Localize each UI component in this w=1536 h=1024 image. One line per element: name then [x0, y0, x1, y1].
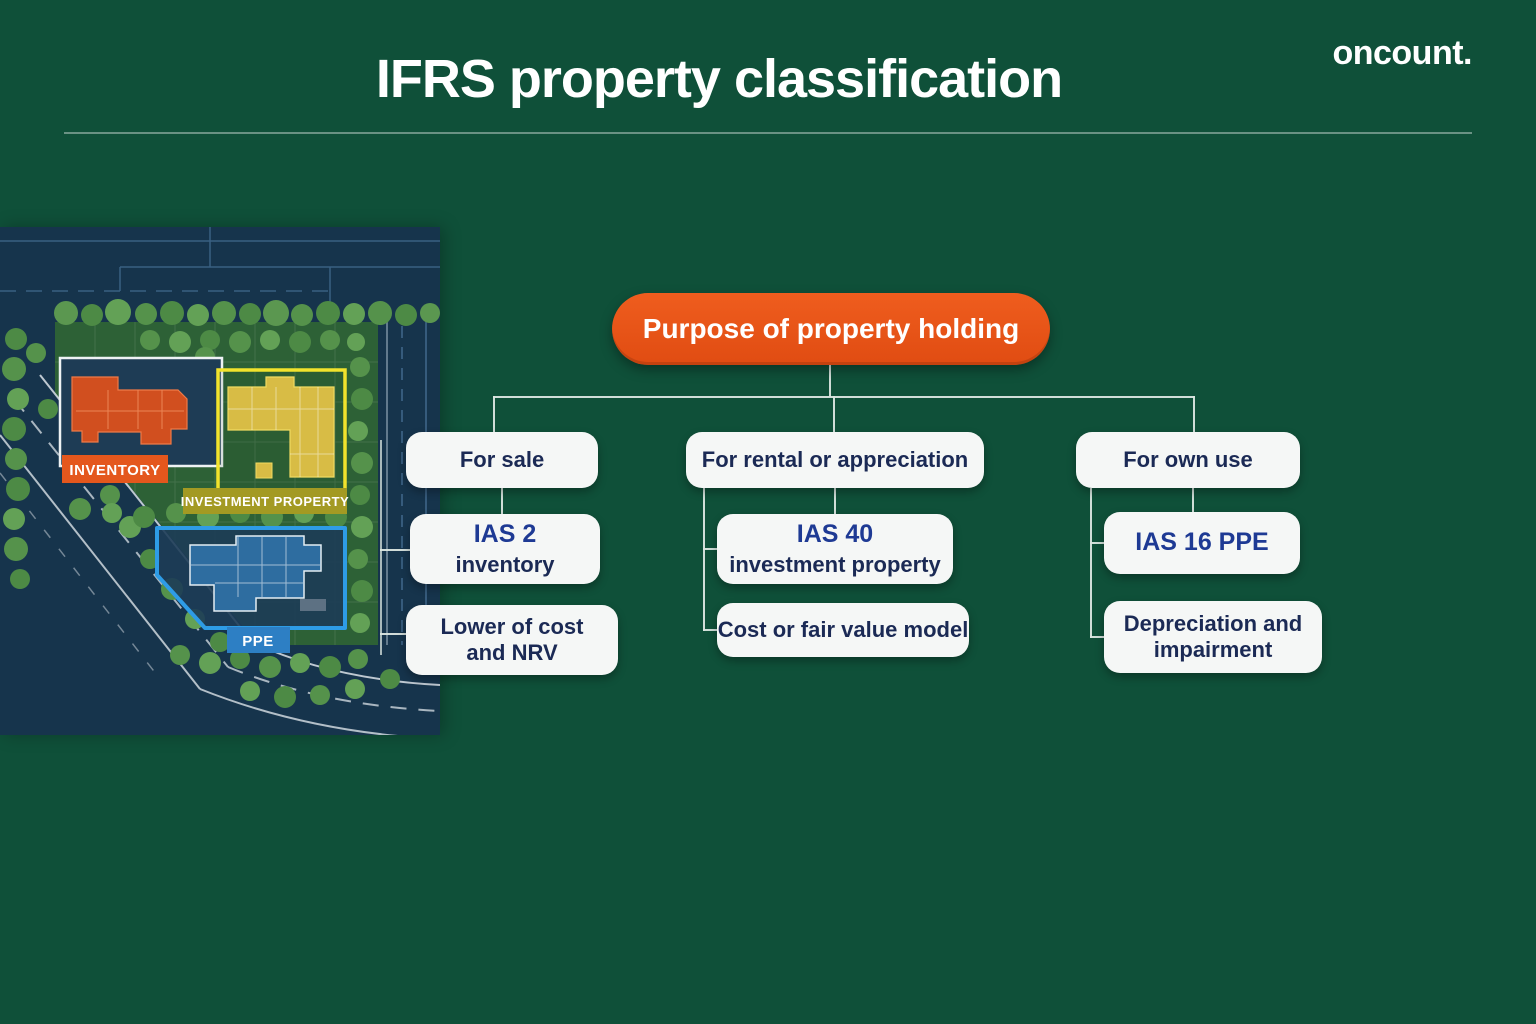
flow-standard-ias2: IAS 2 inventory	[410, 514, 600, 584]
flow-purpose-for-rental: For rental or appreciation	[686, 432, 984, 488]
flow-standard-ias16: IAS 16 PPE	[1104, 512, 1300, 574]
measurement-label: Cost or fair value model	[717, 617, 969, 643]
connector-rental-standard	[834, 488, 836, 514]
site-plan-map: INVENTORY INVESTMENT PROPERTY	[0, 227, 440, 735]
brand-logo: oncount.	[1332, 34, 1472, 72]
map-zone-inventory: INVENTORY	[58, 356, 224, 483]
ppe-building	[189, 535, 322, 612]
connector-left-rail	[380, 440, 382, 655]
flow-measurement-cost-fair-value: Cost or fair value model	[717, 603, 969, 657]
ppe-label-chip	[227, 627, 290, 653]
ppe-label: PPE	[242, 633, 274, 650]
connector-drop-own	[1193, 396, 1195, 432]
flow-purpose-for-own-use: For own use	[1076, 432, 1300, 488]
flow-measurement-nrv: Lower of cost and NRV	[406, 605, 618, 675]
map-top-road-markings	[0, 227, 440, 305]
investment-property-label: INVESTMENT PROPERTY	[181, 494, 349, 509]
connector-left-elbow-standard	[380, 549, 412, 551]
inventory-label-chip	[62, 455, 168, 483]
standard-detail: inventory	[455, 551, 555, 577]
standard-code: IAS 40	[796, 520, 874, 549]
connector-right-elbow-standard	[1090, 542, 1106, 544]
connector-mid-rail	[703, 488, 705, 631]
purpose-label: For sale	[459, 447, 545, 473]
connector-sale-standard	[501, 488, 503, 514]
connector-mid-elbow-measure	[703, 629, 719, 631]
investment-label-chip	[183, 488, 347, 514]
connector-branch-bar	[493, 396, 1195, 398]
standard-code: IAS 16 PPE	[1135, 528, 1269, 557]
flow-purpose-for-sale: For sale	[406, 432, 598, 488]
connector-own-standard	[1192, 488, 1194, 512]
purpose-label: For rental or appreciation	[701, 447, 969, 473]
map-zone-investment-property: INVESTMENT PROPERTY	[181, 368, 349, 514]
connector-left-elbow-measure	[380, 633, 408, 635]
standard-code: IAS 2	[473, 520, 537, 549]
flow-measurement-depreciation: Depreciation and impairment	[1104, 601, 1322, 673]
map-zone-ppe: PPE	[155, 526, 347, 653]
connector-root-drop	[829, 365, 831, 397]
flow-standard-ias40: IAS 40 investment property	[717, 514, 953, 584]
connector-drop-rental	[833, 396, 835, 432]
inventory-label: INVENTORY	[69, 462, 160, 479]
connector-right-elbow-measure	[1090, 636, 1106, 638]
flow-root-node: Purpose of property holding	[612, 293, 1050, 365]
connector-mid-elbow-standard	[703, 548, 719, 550]
page-title: IFRS property classification	[375, 49, 1063, 109]
investment-building	[227, 376, 335, 478]
measurement-label: Depreciation and impairment	[1123, 611, 1303, 662]
standard-detail: investment property	[729, 551, 941, 577]
connector-drop-sale	[493, 396, 495, 432]
purpose-label: For own use	[1123, 447, 1253, 473]
measurement-label: Lower of cost and NRV	[440, 614, 584, 665]
title-divider	[64, 132, 1472, 134]
connector-right-rail	[1090, 488, 1092, 638]
